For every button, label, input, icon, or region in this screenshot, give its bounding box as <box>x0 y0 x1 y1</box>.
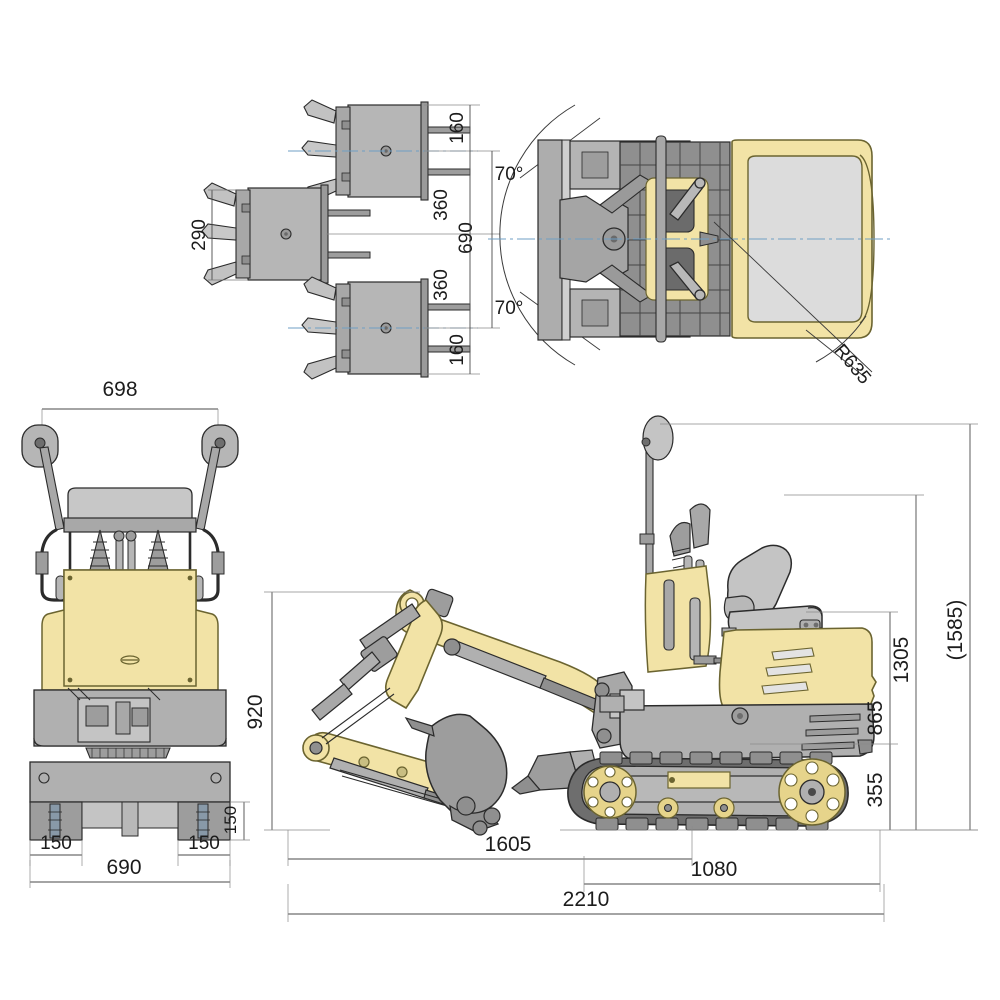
dim-label-160-upper: 160 <box>447 112 468 144</box>
dim-150-shoe-left: 150 <box>29 833 83 866</box>
top-view-extension-lines <box>326 104 500 375</box>
dim-label-160-lower: 160 <box>447 334 468 366</box>
dim-label-150-left: 150 <box>40 833 72 854</box>
dim-1305-seat-height: 1305 <box>784 494 924 830</box>
handrail-assembly <box>21 424 239 602</box>
track-base-front <box>29 761 231 803</box>
dim-label-1080: 1080 <box>691 858 738 881</box>
dim-bucket-width-290: 290 <box>189 189 248 281</box>
dim-920-boom-height: 920 <box>244 591 420 831</box>
undercarriage-side <box>567 751 849 831</box>
dim-690-track-width: 690 <box>29 856 231 888</box>
dim-label-920: 920 <box>244 694 267 729</box>
seat-cushion <box>727 605 823 633</box>
dim-label-2210: 2210 <box>563 888 610 911</box>
dim-label-690-width: 690 <box>106 856 141 879</box>
dim-label-1585: (1585) <box>944 600 967 661</box>
dim-label-150-right: 150 <box>188 833 220 854</box>
seat-opening-top <box>747 155 863 323</box>
dim-label-360-lower: 360 <box>431 269 452 301</box>
dim-label-690: 690 <box>456 222 477 254</box>
dim-360-lower: 360 <box>431 234 493 328</box>
dim-label-angle-upper: 70° <box>495 164 524 185</box>
boom-base-top <box>559 195 629 283</box>
boom-arm-assembly <box>302 588 626 836</box>
dim-160-lower: 160 <box>447 328 471 374</box>
top-view: 290 160 360 360 160 <box>189 99 890 389</box>
front-view: 698 <box>21 378 250 888</box>
dim-160-upper: 160 <box>447 105 471 151</box>
swing-motor-front <box>67 687 161 743</box>
dim-label-angle-lower: 70° <box>495 298 524 319</box>
dim-355-track-height: 355 <box>560 743 978 831</box>
dim-label-355: 355 <box>864 772 887 807</box>
dim-150-track-height: 150 <box>221 801 250 841</box>
bucket-side <box>425 713 508 816</box>
dozer-blade-top <box>537 139 563 341</box>
dim-2210-overall-length: 2210 <box>287 884 885 922</box>
canopy-front <box>67 487 193 521</box>
dim-label-865: 865 <box>864 700 887 735</box>
dim-label-150-height: 150 <box>221 806 240 834</box>
dim-label-698: 698 <box>102 378 137 401</box>
dim-label-1305: 1305 <box>890 637 913 684</box>
dim-label-360-upper: 360 <box>431 189 452 221</box>
bucket-upper <box>288 99 478 203</box>
upper-structure-side <box>599 415 877 761</box>
bucket-lower <box>288 276 478 380</box>
dim-label-1605: 1605 <box>485 833 532 856</box>
mirror <box>642 415 674 461</box>
machine-top-view <box>488 135 890 343</box>
side-view: 920 (1585) 1305 865 355 <box>244 415 978 922</box>
dim-690-swing: 690 <box>456 151 477 328</box>
dim-360-upper: 360 <box>431 151 493 234</box>
dim-label-290: 290 <box>189 219 210 251</box>
track-shoes-front <box>29 801 231 841</box>
dim-1080-rear-length: 1080 <box>583 830 881 892</box>
dim-1605-front-reach: 1605 <box>287 826 693 866</box>
dozer-blade-side <box>511 749 597 795</box>
